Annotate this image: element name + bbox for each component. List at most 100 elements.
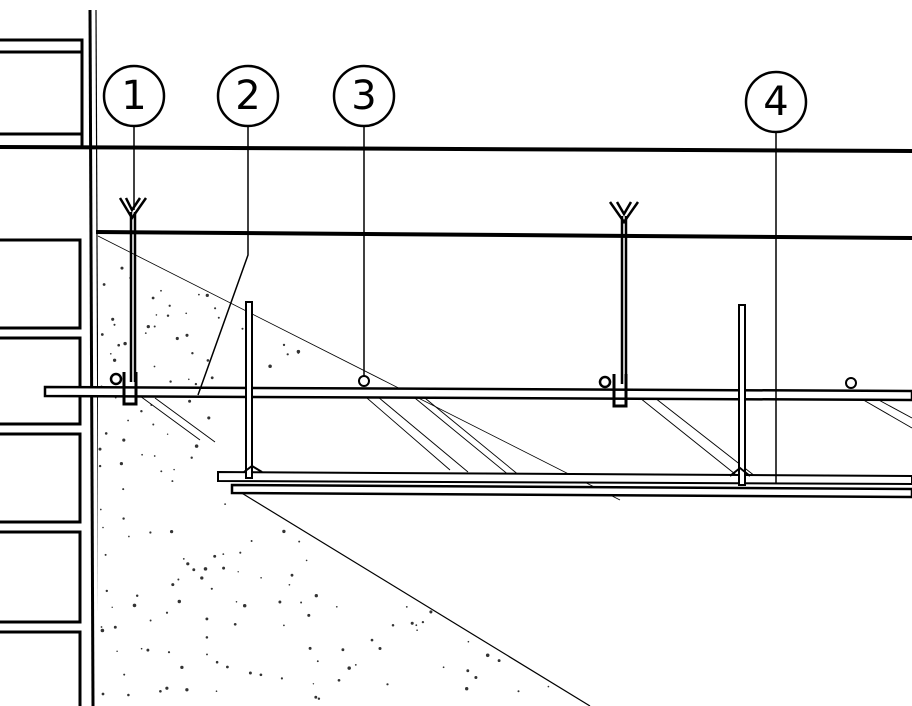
- leader-lines: [133, 125, 777, 484]
- stipple-dot: [122, 438, 126, 442]
- stipple-dot: [151, 296, 155, 300]
- stipple-dot: [146, 648, 150, 652]
- brick-wall: [0, 9, 100, 706]
- concrete-plane: [97, 235, 621, 706]
- stipple-dot: [113, 323, 116, 326]
- stipple-dot: [185, 333, 189, 337]
- callout-3: 3: [332, 64, 396, 128]
- stipple-dot: [173, 468, 175, 471]
- stipple-dot: [182, 558, 185, 560]
- stipple-dot: [259, 673, 263, 677]
- stipple-dot: [175, 336, 179, 341]
- callout-2-label: 2: [235, 73, 260, 119]
- stipple-dot: [213, 554, 217, 558]
- callout-1: 1: [102, 64, 166, 128]
- stipple-dot: [153, 365, 156, 368]
- callout-3-label: 3: [351, 73, 376, 119]
- stipple-dot: [386, 683, 389, 686]
- stipple-dot: [410, 621, 414, 625]
- stipple-dot: [347, 666, 351, 670]
- stipple-dot: [200, 576, 204, 580]
- stipple-dot: [188, 378, 190, 381]
- stipple-dot: [222, 566, 226, 570]
- stipple-dot: [391, 623, 395, 627]
- stipple-dot: [135, 594, 139, 598]
- stipple-dot: [186, 562, 190, 566]
- stipple-dot: [117, 343, 121, 347]
- stipple-dot: [235, 601, 238, 603]
- stipple-dot: [215, 660, 219, 664]
- stipple-dot: [104, 553, 107, 556]
- stipple-dot: [307, 613, 311, 617]
- stipple-dot: [120, 266, 124, 270]
- stipple-dot: [260, 576, 262, 579]
- stipple-dot: [168, 304, 171, 307]
- carrying-rail: [43, 385, 912, 402]
- stipple-dot: [101, 692, 105, 696]
- stipple-dot: [237, 571, 239, 573]
- stipple-dot: [149, 619, 152, 622]
- stipple-dot: [171, 480, 174, 483]
- stipple-dot: [128, 535, 130, 538]
- stipple-dot: [165, 686, 169, 690]
- stipple-dot: [122, 488, 125, 491]
- stipple-dot: [222, 553, 225, 555]
- stipple-dot: [191, 352, 194, 355]
- stipple-dot: [416, 629, 418, 631]
- stipple-dot: [466, 669, 470, 673]
- stipple-dot: [140, 647, 143, 650]
- hatch-lines: [139, 391, 912, 481]
- stipple-dot: [268, 364, 272, 368]
- stipple-dot: [296, 349, 301, 354]
- stipple-dot: [185, 688, 189, 692]
- stipple-dot: [159, 689, 162, 693]
- stipple-dot: [282, 343, 286, 347]
- stipple-dot: [314, 695, 318, 699]
- stipple-dot: [217, 316, 220, 319]
- stipple-dot: [497, 659, 501, 663]
- stipple-dot: [198, 293, 200, 296]
- stipple-dot: [298, 540, 301, 543]
- stipple-dot: [98, 464, 102, 468]
- connector-rods: [243, 301, 751, 486]
- floor-slab: [0, 145, 912, 240]
- stipple-dot: [242, 603, 247, 608]
- stipple-dot: [317, 697, 321, 700]
- stipple-dot: [188, 399, 192, 403]
- stipple-dot: [127, 419, 129, 422]
- stipple-dot: [485, 653, 490, 658]
- stipple-dot: [241, 327, 244, 330]
- stipple-dot: [109, 352, 112, 355]
- stipple-dot: [312, 683, 315, 685]
- ceiling-panel: [217, 470, 912, 499]
- stipple-dot: [205, 636, 209, 639]
- stipple-dot: [465, 687, 469, 691]
- stipple-dot: [288, 583, 291, 586]
- stipple-dot: [215, 690, 218, 692]
- stipple-dot: [206, 653, 208, 656]
- stipple-dot: [283, 624, 285, 627]
- callout-4-label: 4: [763, 79, 788, 125]
- stipple-dot: [167, 651, 171, 654]
- stipple-dot: [123, 341, 127, 346]
- stipple-dot: [119, 462, 123, 466]
- stipple-dot: [105, 589, 109, 593]
- stipple-dot: [160, 470, 163, 473]
- stipple-dot: [111, 317, 115, 321]
- stipple-dot: [224, 503, 227, 505]
- stipple-dot: [100, 628, 105, 633]
- stipple-dot: [102, 526, 104, 529]
- stipple-dot: [210, 587, 213, 590]
- stipple-dot: [282, 529, 286, 534]
- stipple-dot: [290, 573, 294, 577]
- stipple-dot: [104, 432, 108, 435]
- stipple-dot: [100, 626, 103, 628]
- stipple-dot: [250, 540, 253, 542]
- stipple-dot: [192, 568, 196, 572]
- stipple-dot: [169, 529, 174, 534]
- stipple-dot: [166, 433, 169, 435]
- stipple-dot: [278, 600, 282, 604]
- stipple-dot: [467, 640, 470, 643]
- stipple-dot: [132, 603, 137, 608]
